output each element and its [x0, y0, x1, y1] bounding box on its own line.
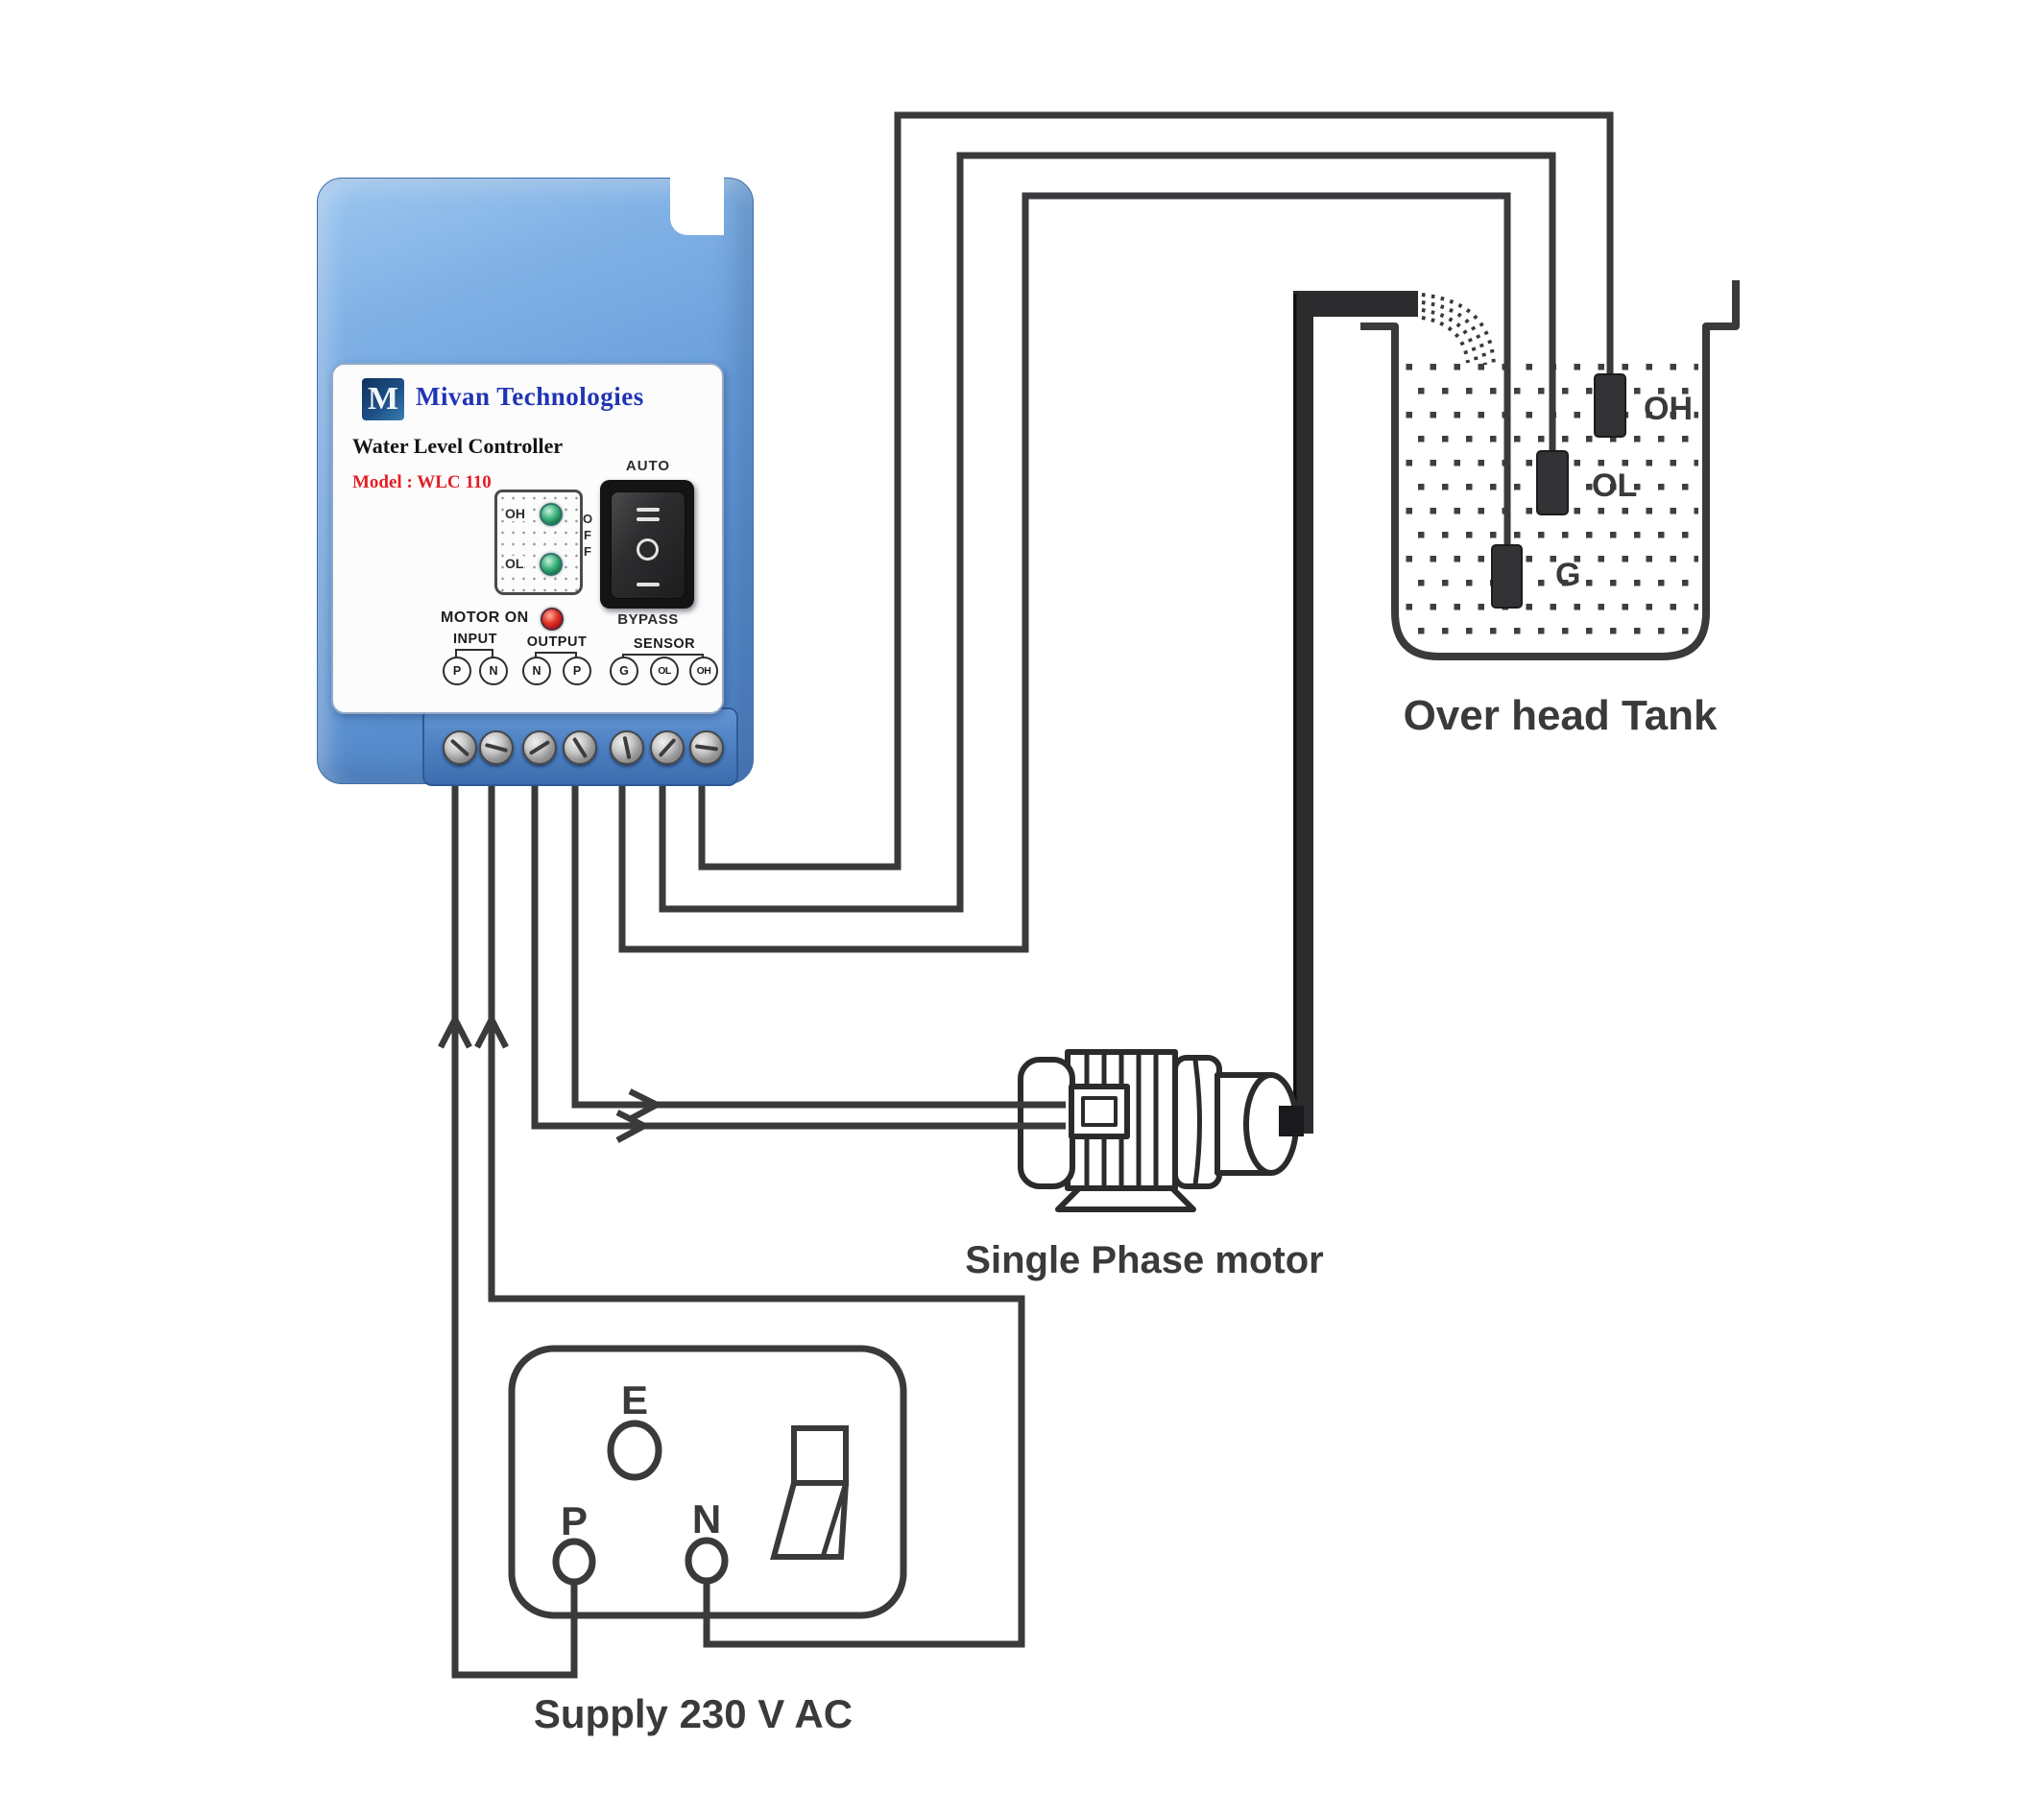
level-indicator-graphic: OH OL	[494, 490, 583, 595]
motor-on-label: MOTOR ON	[441, 609, 529, 626]
tank-title: Over head Tank	[1404, 692, 1718, 739]
wire-sensor-g	[618, 192, 1511, 953]
indicator-ol-label: OL	[504, 556, 525, 571]
device-title: Water Level Controller	[352, 434, 564, 458]
controller-front-label: M Mivan Technologies Water Level Control…	[331, 363, 724, 714]
device-model: Model : WLC 110	[352, 472, 492, 492]
mode-rocker-switch[interactable]	[600, 480, 694, 609]
motor-terminal-box-inner	[1081, 1096, 1118, 1127]
arrow-up-input-n-icon	[474, 1012, 509, 1049]
terminal-output-p: P	[563, 657, 591, 685]
terminal-screw-icon	[610, 730, 644, 765]
rocker-face	[611, 491, 685, 599]
terminal-screw-icon	[479, 730, 514, 765]
input-bracket	[455, 649, 493, 658]
wire-output-p	[571, 774, 1066, 1109]
rocker-auto-mark-icon	[637, 508, 660, 512]
rocker-auto-mark-icon	[637, 517, 660, 521]
socket-pin-e-hole	[607, 1420, 662, 1481]
terminal-screw-icon	[522, 730, 557, 765]
terminal-screw-icon	[563, 730, 597, 765]
socket-outline	[508, 1345, 907, 1619]
wire-sensor-ol	[659, 152, 1556, 913]
brand-logo-icon: M	[362, 378, 404, 420]
tank-sensor-ol-label: OL	[1592, 467, 1637, 504]
switch-off-label: O F F	[582, 512, 593, 559]
terminal-sensor-ol: OL	[650, 657, 679, 685]
motor-illustration	[1018, 1049, 1304, 1212]
terminal-strip	[422, 707, 738, 786]
sensor-oh-electrode	[1594, 373, 1626, 438]
group-label-sensor: SENSOR	[633, 636, 696, 652]
rocker-bypass-mark-icon	[637, 583, 660, 586]
controller-mount-notch	[670, 176, 724, 235]
motor-title: Single Phase motor	[965, 1239, 1323, 1281]
motor-collar-line	[1192, 1059, 1202, 1185]
terminal-sensor-g: G	[610, 657, 638, 685]
terminal-screw-icon	[443, 730, 477, 765]
group-label-input: INPUT	[453, 632, 497, 647]
sensor-ol-electrode	[1536, 450, 1569, 515]
socket-pin-p-label: P	[561, 1498, 588, 1543]
terminal-input-n: N	[479, 657, 508, 685]
tank-sensors: OH OL G	[1491, 373, 1693, 609]
arrow-right-output-p-icon	[628, 1088, 664, 1122]
oh-led-icon	[540, 503, 563, 526]
terminal-sensor-oh: OH	[689, 657, 718, 685]
socket-switch-rocker	[770, 1480, 850, 1560]
motor-on-led-icon	[541, 608, 564, 631]
water-pipe	[1293, 291, 1418, 1134]
arrow-up-input-p-icon	[438, 1012, 472, 1049]
tank-sensor-g-label: G	[1555, 557, 1580, 593]
wire-sensor-oh	[698, 111, 1614, 871]
socket-pin-p-hole	[552, 1538, 596, 1586]
socket-pin-e-label: E	[621, 1377, 648, 1422]
sensor-g-electrode	[1491, 544, 1523, 609]
motor-shaft-stub	[1279, 1106, 1304, 1136]
ol-led-icon	[540, 553, 563, 576]
socket-switch-rocker-line	[820, 1482, 849, 1558]
brand-name: Mivan Technologies	[416, 382, 644, 411]
switch-bypass-label: BYPASS	[617, 611, 679, 628]
water-level-controller-device: M Mivan Technologies Water Level Control…	[317, 176, 754, 786]
indicator-oh-label: OH	[504, 506, 526, 521]
socket-pin-n-label: N	[692, 1496, 721, 1541]
output-wires-group	[531, 774, 1066, 1143]
wire-input-p	[451, 774, 578, 1679]
tank-outline	[1360, 280, 1740, 660]
wires-group	[438, 111, 1614, 1679]
supply-title: Supply 230 V AC	[534, 1691, 853, 1736]
switch-auto-label: AUTO	[625, 458, 671, 474]
terminal-output-n: N	[522, 657, 551, 685]
socket-switch-top	[791, 1425, 849, 1486]
group-label-output: OUTPUT	[526, 634, 588, 650]
socket-pin-n-hole	[685, 1537, 729, 1585]
terminal-screw-icon	[650, 730, 685, 765]
wire-output-n	[531, 774, 1066, 1130]
terminal-screw-icon	[689, 730, 724, 765]
wire-input-n	[488, 774, 1025, 1648]
rocker-off-mark-icon	[637, 538, 659, 561]
terminal-input-p: P	[443, 657, 471, 685]
supply-socket	[508, 1345, 907, 1619]
arrow-right-output-n-icon	[615, 1110, 652, 1143]
water-spray-icon	[1421, 293, 1496, 366]
tank-sensor-oh-label: OH	[1644, 391, 1693, 427]
